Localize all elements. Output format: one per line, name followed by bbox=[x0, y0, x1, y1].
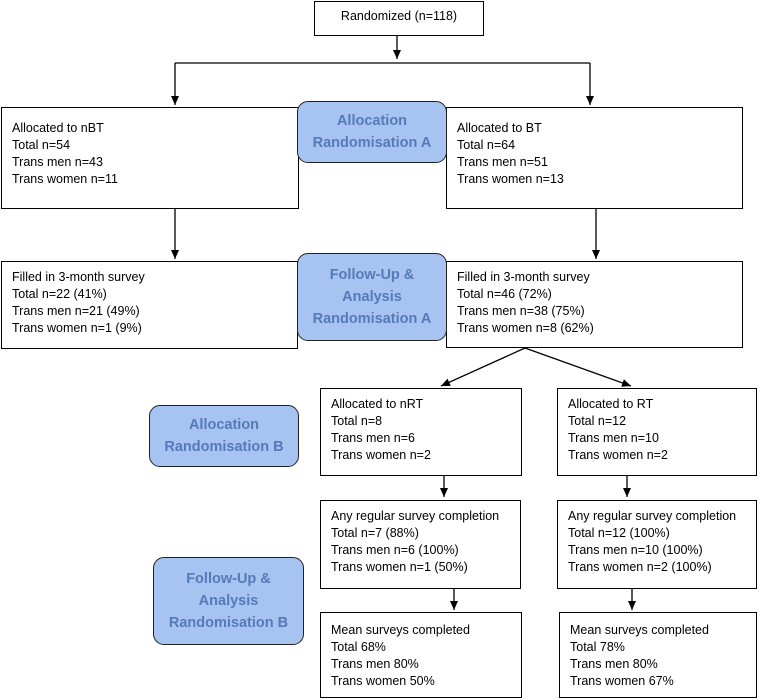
allocation-a-label: Allocation Randomisation A bbox=[297, 101, 447, 163]
label-line: Randomisation A bbox=[312, 135, 432, 151]
followup-a-label: Follow-Up & Analysis Randomisation A bbox=[297, 253, 447, 341]
box-heading: Allocated to RT bbox=[568, 397, 654, 411]
box-total: Total n=64 bbox=[457, 138, 516, 152]
randomized-text: Randomized (n=118) bbox=[340, 9, 458, 23]
box-trans-men: Trans men n=10 bbox=[568, 431, 659, 445]
box-trans-men: Trans men n=43 bbox=[12, 155, 103, 169]
box-trans-men: Trans men 80% bbox=[570, 657, 658, 671]
box-trans-men: Trans men n=38 (75%) bbox=[457, 304, 585, 318]
label-line: Allocation bbox=[188, 417, 260, 433]
nrt-completion-box: Any regular survey completion Total n=7 … bbox=[320, 500, 521, 589]
box-total: Total n=7 (88%) bbox=[331, 526, 419, 540]
box-heading: Allocated to nRT bbox=[331, 397, 424, 411]
box-total: Total n=8 bbox=[331, 414, 383, 428]
label-line: Allocation bbox=[336, 113, 408, 129]
box-trans-men: Trans men n=21 (49%) bbox=[12, 304, 140, 318]
label-line: Follow-Up & bbox=[186, 571, 271, 587]
box-trans-women: Trans women n=11 bbox=[12, 172, 118, 186]
box-trans-women: Trans women n=8 (62%) bbox=[457, 321, 594, 335]
nbt-allocation-box: Allocated to nBT Total n=54 Trans men n=… bbox=[1, 107, 299, 209]
nrt-allocation-box: Allocated to nRT Total n=8 Trans men n=6… bbox=[320, 388, 522, 476]
label-line: Analysis bbox=[198, 593, 259, 609]
bt-survey-box: Filled in 3-month survey Total n=46 (72%… bbox=[446, 261, 743, 348]
box-total: Total n=12 bbox=[568, 414, 627, 428]
box-trans-women: Trans women n=2 bbox=[331, 448, 431, 462]
box-trans-women: Trans women n=2 bbox=[568, 448, 668, 462]
box-trans-women: Trans women n=13 bbox=[457, 172, 564, 186]
rt-completion-box: Any regular survey completion Total n=12… bbox=[557, 500, 757, 589]
box-total: Total 78% bbox=[570, 640, 625, 654]
allocation-b-label: Allocation Randomisation B bbox=[149, 405, 299, 467]
label-line: Analysis bbox=[342, 289, 402, 305]
box-total: Total n=54 bbox=[12, 138, 71, 152]
label-line: Follow-Up & bbox=[329, 267, 415, 283]
box-trans-women: Trans women n=2 (100%) bbox=[568, 560, 712, 574]
box-trans-men: Trans men 80% bbox=[331, 657, 419, 671]
box-heading: Any regular survey completion bbox=[331, 509, 500, 523]
nrt-mean-box: Mean surveys completed Total 68% Trans m… bbox=[320, 612, 522, 698]
box-trans-women: Trans women n=1 (9%) bbox=[12, 321, 142, 335]
box-trans-women: Trans women 67% bbox=[570, 674, 674, 688]
randomized-box: Randomized (n=118) bbox=[314, 1, 484, 36]
box-trans-men: Trans men n=51 bbox=[457, 155, 548, 169]
box-heading: Allocated to BT bbox=[457, 121, 542, 135]
box-heading: Filled in 3-month survey bbox=[457, 270, 590, 284]
rt-mean-box: Mean surveys completed Total 78% Trans m… bbox=[559, 612, 757, 698]
label-line: Randomisation B bbox=[164, 439, 284, 455]
label-line: Randomisation B bbox=[168, 615, 289, 631]
followup-b-label: Follow-Up & Analysis Randomisation B bbox=[153, 557, 304, 645]
arrow-to-nrt bbox=[440, 347, 526, 387]
box-trans-men: Trans men n=6 (100%) bbox=[331, 543, 459, 557]
box-total: Total n=12 (100%) bbox=[568, 526, 670, 540]
box-trans-women: Trans women n=1 (50%) bbox=[331, 560, 468, 574]
box-trans-men: Trans men n=6 bbox=[331, 431, 415, 445]
box-trans-women: Trans women 50% bbox=[331, 674, 435, 688]
nbt-survey-box: Filled in 3-month survey Total n=22 (41%… bbox=[1, 261, 298, 349]
box-trans-men: Trans men n=10 (100%) bbox=[568, 543, 703, 557]
label-line: Randomisation A bbox=[312, 311, 432, 327]
box-heading: Filled in 3-month survey bbox=[12, 270, 145, 284]
box-heading: Mean surveys completed bbox=[331, 623, 470, 637]
bt-allocation-box: Allocated to BT Total n=64 Trans men n=5… bbox=[446, 107, 743, 209]
box-total: Total 68% bbox=[331, 640, 386, 654]
box-total: Total n=46 (72%) bbox=[457, 287, 552, 301]
box-heading: Any regular survey completion bbox=[568, 509, 737, 523]
box-heading: Allocated to nBT bbox=[12, 121, 104, 135]
box-heading: Mean surveys completed bbox=[570, 623, 709, 637]
box-total: Total n=22 (41%) bbox=[12, 287, 107, 301]
rt-allocation-box: Allocated to RT Total n=12 Trans men n=1… bbox=[557, 388, 757, 476]
arrow-to-rt bbox=[524, 347, 632, 387]
